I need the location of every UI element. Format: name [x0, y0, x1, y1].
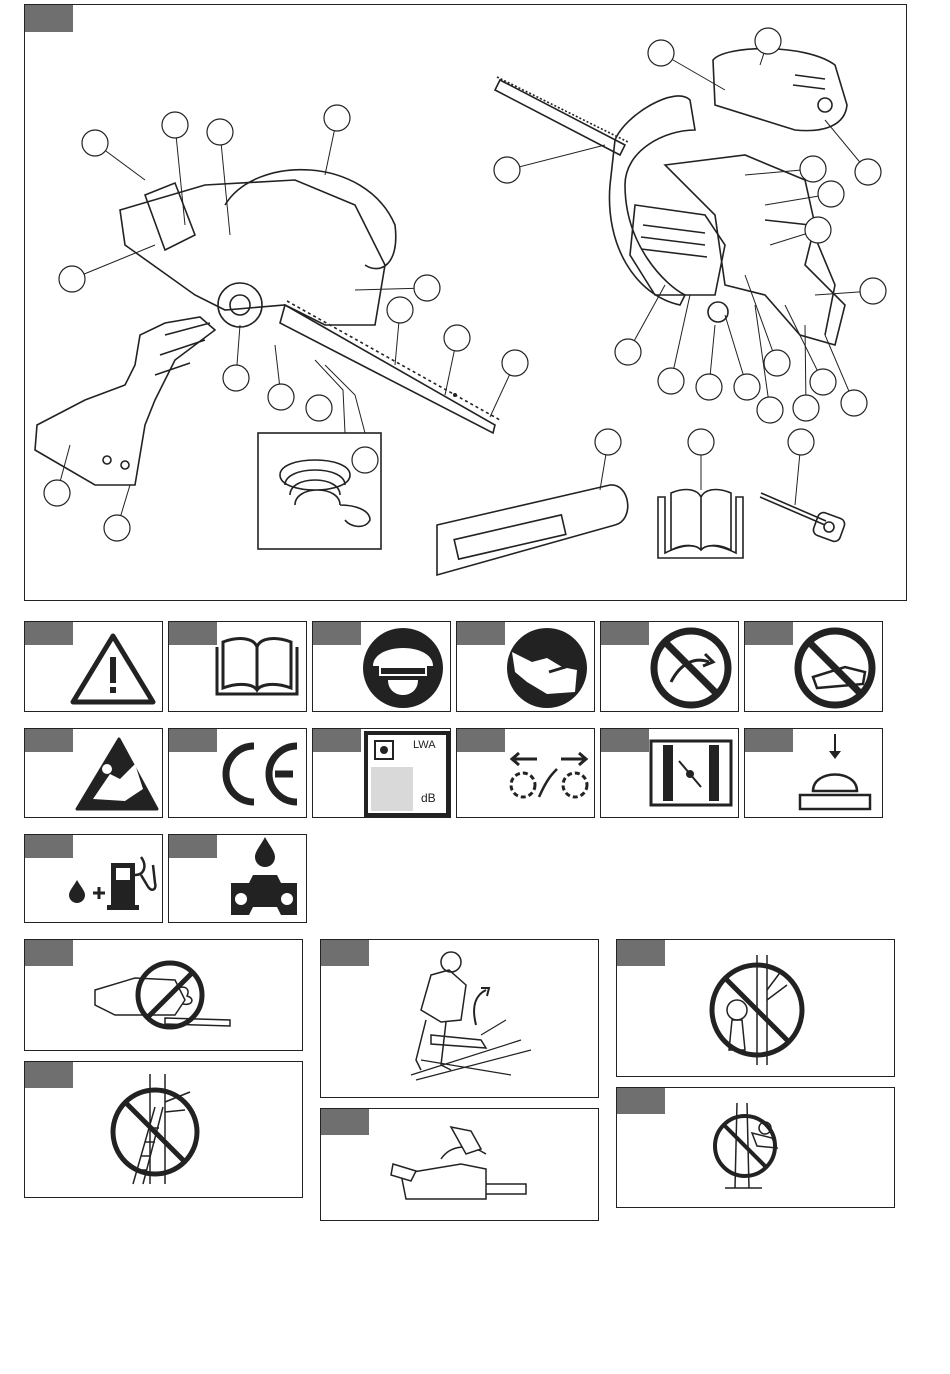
choke-symbol: [600, 728, 739, 818]
read-manual-symbol: [168, 621, 307, 712]
no-climbing-scene: [616, 1087, 895, 1208]
protective-gear-symbol: [312, 621, 451, 712]
sound-power-level-symbol: LWA dB: [312, 728, 451, 818]
no-ladder-scene: [24, 1061, 303, 1198]
no-kickback-symbol: [744, 621, 883, 712]
primer-bulb-symbol: [744, 728, 883, 818]
no-cutting-above-head-scene: [616, 939, 895, 1077]
two-hand-operation-symbol: [456, 621, 595, 712]
no-one-hand-use-symbol: [600, 621, 739, 712]
no-kickback-scene: [24, 939, 303, 1051]
accessories: [437, 485, 846, 575]
chain-oil-symbol: [168, 834, 307, 923]
callout-markers: [44, 28, 886, 541]
right-chainsaw: [495, 49, 847, 345]
fuel-mixture-symbol: [24, 834, 163, 923]
chainsaw-overview-drawing: [25, 5, 908, 602]
warning-symbol: [24, 621, 163, 712]
correct-cutting-posture-scene: [320, 939, 599, 1098]
left-chainsaw: [35, 170, 500, 549]
db-label: dB: [421, 791, 436, 805]
overview-figure: [24, 4, 907, 601]
two-hand-grip-scene: [320, 1108, 599, 1221]
lwa-label: LWA: [413, 739, 436, 751]
kickback-danger-symbol: [24, 728, 163, 818]
ce-mark-symbol: [168, 728, 307, 818]
chain-direction-symbol: [456, 728, 595, 818]
